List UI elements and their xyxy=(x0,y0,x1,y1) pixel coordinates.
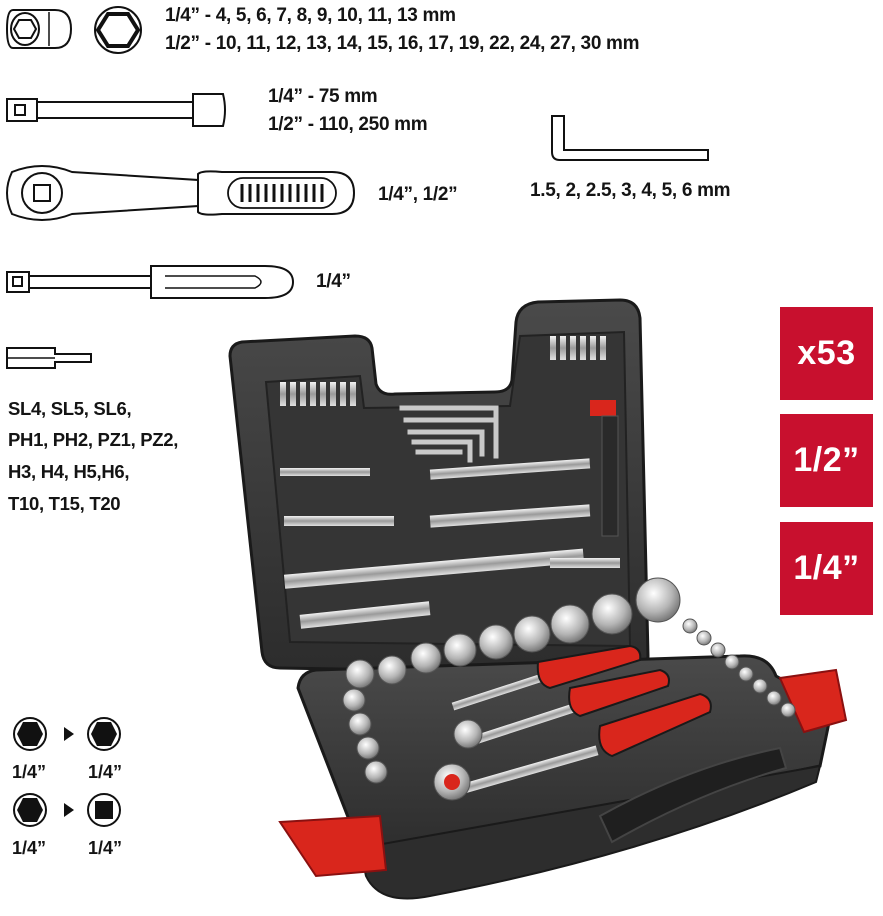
bits-line-3: H3, H4, H5,H6, xyxy=(8,461,130,482)
hex-adapter-icon xyxy=(13,717,47,751)
hex-adapter-icon xyxy=(87,717,121,751)
case-lid xyxy=(228,298,650,676)
ratchet-sizes: 1/4”, 1/2” xyxy=(378,184,458,205)
screwdriver-icon xyxy=(6,265,295,299)
adapter-2-from: 1/4” xyxy=(12,838,47,858)
ratchet-icon xyxy=(6,165,356,221)
hex-key-icon xyxy=(551,115,709,161)
adapter-2-to: 1/4” xyxy=(88,838,123,858)
extension-sizes-quarter: 1/4” - 75 mm xyxy=(268,86,378,107)
adapter-1-from: 1/4” xyxy=(12,762,47,782)
screwdriver-size: 1/4” xyxy=(316,271,351,292)
hex-socket-end-icon xyxy=(94,6,142,54)
bits-line-4: T10, T15, T20 xyxy=(8,493,121,514)
case-base xyxy=(278,577,848,900)
bits-line-2: PH1, PH2, PZ1, PZ2, xyxy=(8,429,179,450)
socket-sizes-quarter: 1/4” - 4, 5, 6, 7, 8, 9, 10, 11, 13 mm xyxy=(165,5,456,26)
tool-case-image xyxy=(228,298,848,900)
socket-icon xyxy=(5,9,73,49)
quarter-inch-drive-badge: 1/4” xyxy=(780,522,873,615)
extension-bar-icon xyxy=(6,93,226,127)
piece-count-badge: x53 xyxy=(780,307,873,400)
bits-line-1: SL4, SL5, SL6, xyxy=(8,398,132,419)
arrow-right-icon xyxy=(64,727,74,741)
hex-adapter-icon xyxy=(13,793,47,827)
adapter-1-to: 1/4” xyxy=(88,762,123,782)
extension-sizes-half: 1/2” - 110, 250 mm xyxy=(268,114,428,135)
half-inch-drive-badge: 1/2” xyxy=(780,414,873,507)
arrow-right-icon xyxy=(64,803,74,817)
square-adapter-icon xyxy=(87,793,121,827)
hex-key-sizes: 1.5, 2, 2.5, 3, 4, 5, 6 mm xyxy=(530,180,731,201)
bit-icon xyxy=(6,347,92,369)
socket-sizes-half: 1/2” - 10, 11, 12, 13, 14, 15, 16, 17, 1… xyxy=(165,33,640,54)
